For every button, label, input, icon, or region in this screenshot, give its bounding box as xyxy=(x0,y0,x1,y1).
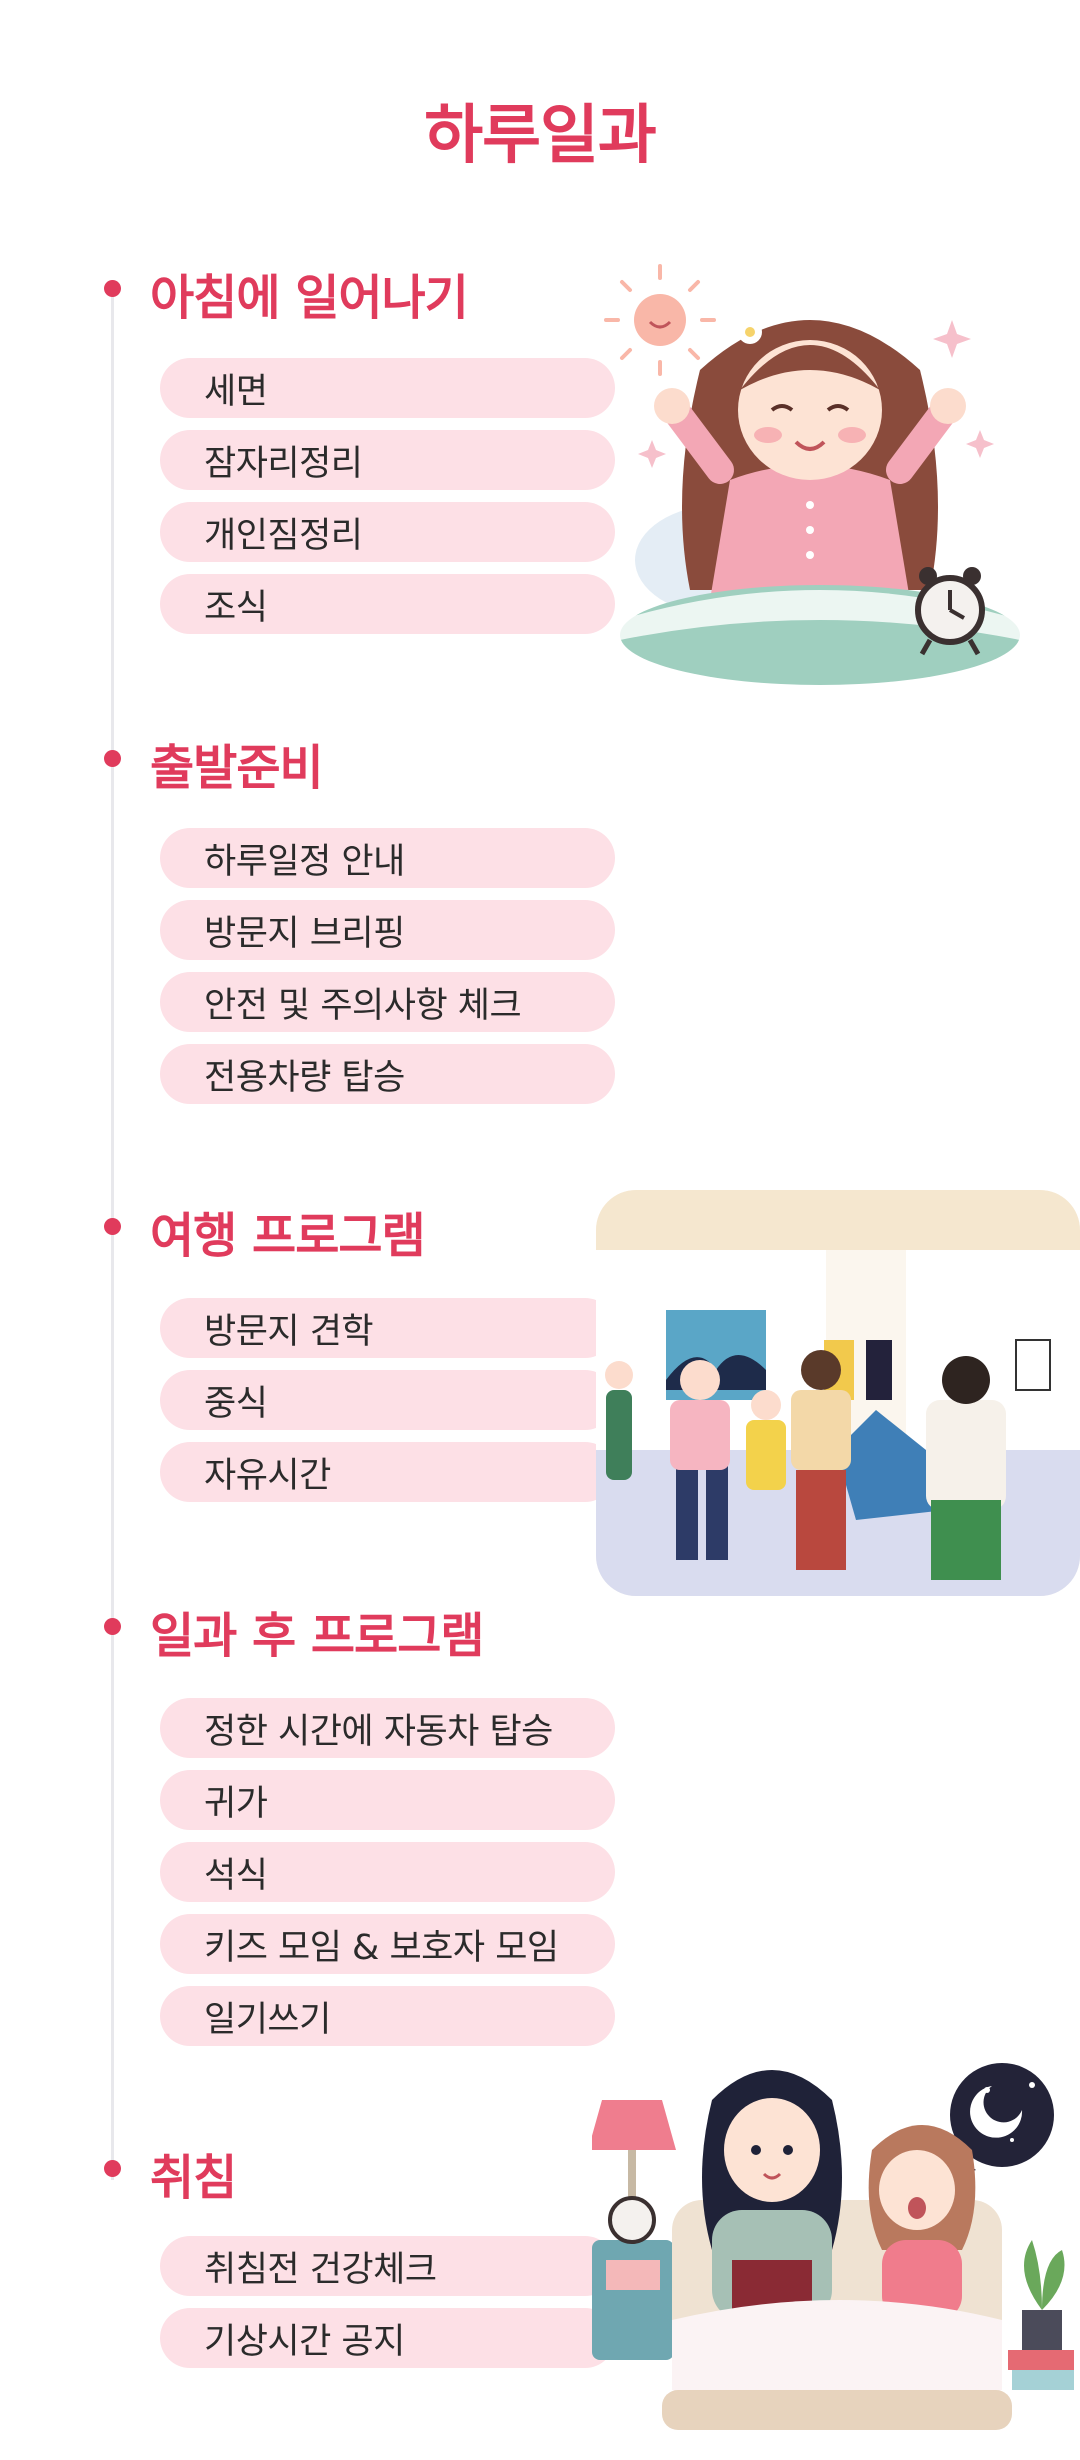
timeline-dot xyxy=(104,1218,121,1235)
list-item: 키즈 모임 & 보호자 모임 xyxy=(160,1914,615,1974)
timeline-dot xyxy=(104,750,121,767)
list-item: 조식 xyxy=(160,574,615,634)
section-title: 아침에 일어나기 xyxy=(150,270,469,326)
list-item: 세면 xyxy=(160,358,615,418)
timeline-dot xyxy=(104,280,121,297)
page-title: 하루일과 xyxy=(424,99,657,173)
list-item: 방문지 브리핑 xyxy=(160,900,615,960)
section-title: 취침 xyxy=(150,2150,237,2206)
timeline-dot xyxy=(104,1618,121,1635)
list-item: 석식 xyxy=(160,1842,615,1902)
section-title: 출발준비 xyxy=(150,740,324,796)
list-item: 일기쓰기 xyxy=(160,1986,615,2046)
list-item: 하루일정 안내 xyxy=(160,828,615,888)
timeline-dot xyxy=(104,2160,121,2177)
bedtime-story-illustration xyxy=(592,2063,1074,2430)
list-item: 정한 시간에 자동차 탑승 xyxy=(160,1698,615,1758)
list-item: 안전 및 주의사항 체크 xyxy=(160,972,615,1032)
list-item: 귀가 xyxy=(160,1770,615,1830)
museum-visit-illustration xyxy=(596,1190,1080,1596)
list-item: 자유시간 xyxy=(160,1442,615,1502)
list-item: 기상시간 공지 xyxy=(160,2308,615,2368)
list-item: 잠자리정리 xyxy=(160,430,615,490)
list-item: 방문지 견학 xyxy=(160,1298,615,1358)
section-title: 일과 후 프로그램 xyxy=(150,1608,485,1664)
list-item: 개인짐정리 xyxy=(160,502,615,562)
sun-icon xyxy=(604,264,716,376)
list-item: 전용차량 탑승 xyxy=(160,1044,615,1104)
alarm-clock-icon xyxy=(915,567,985,656)
list-item: 취침전 건강체크 xyxy=(160,2236,615,2296)
section-title: 여행 프로그램 xyxy=(150,1208,426,1264)
timeline-line xyxy=(111,290,114,2180)
girl-waking-up-illustration xyxy=(604,264,1020,685)
list-item: 중식 xyxy=(160,1370,615,1430)
